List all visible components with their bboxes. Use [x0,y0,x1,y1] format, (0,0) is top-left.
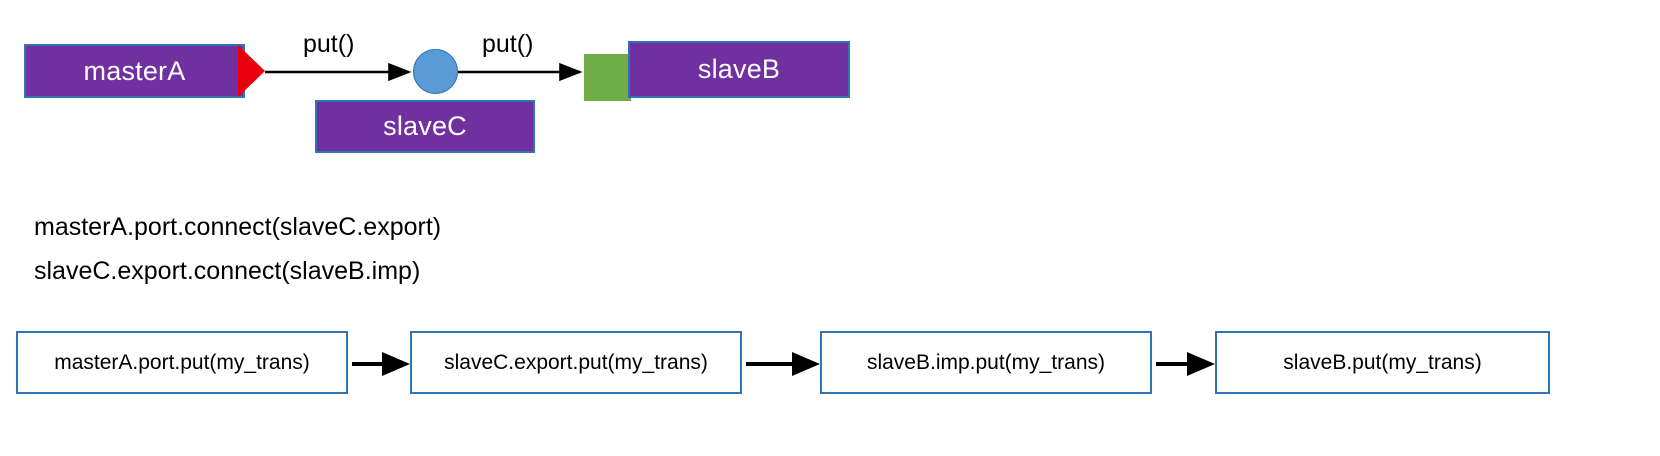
flow-step-label: slaveB.put(my_trans) [1283,350,1482,374]
code-line-connect-export-imp: slaveC.export.connect(slaveB.imp) [34,257,421,285]
flow-step-box[interactable]: masterA.port.put(my_trans) [16,331,348,394]
flow-step-box[interactable]: slaveB.put(my_trans) [1215,331,1550,394]
component-slaveB[interactable]: slaveB [628,41,850,98]
slave-export-circle-icon[interactable] [413,49,458,94]
master-port-triangle-icon[interactable] [238,45,265,97]
flow-step-label: slaveC.export.put(my_trans) [444,350,708,374]
component-slaveC-label: slaveC [383,111,467,141]
slave-imp-square-icon[interactable] [584,54,631,101]
arrow-label-put-2: put() [482,30,534,58]
flow-step-label: slaveB.imp.put(my_trans) [866,350,1106,374]
component-slaveB-label: slaveB [697,54,781,84]
code-line-connect-port-export: masterA.port.connect(slaveC.export) [34,213,442,241]
flow-step-box[interactable]: slaveC.export.put(my_trans) [410,331,742,394]
component-masterA[interactable]: masterA [24,44,245,98]
component-slaveC[interactable]: slaveC [315,100,535,153]
arrow-label-put-1: put() [303,30,355,58]
flow-step-box[interactable]: slaveB.imp.put(my_trans) [820,331,1152,394]
component-masterA-label: masterA [83,55,186,86]
flow-step-label: masterA.port.put(my_trans) [54,350,310,374]
